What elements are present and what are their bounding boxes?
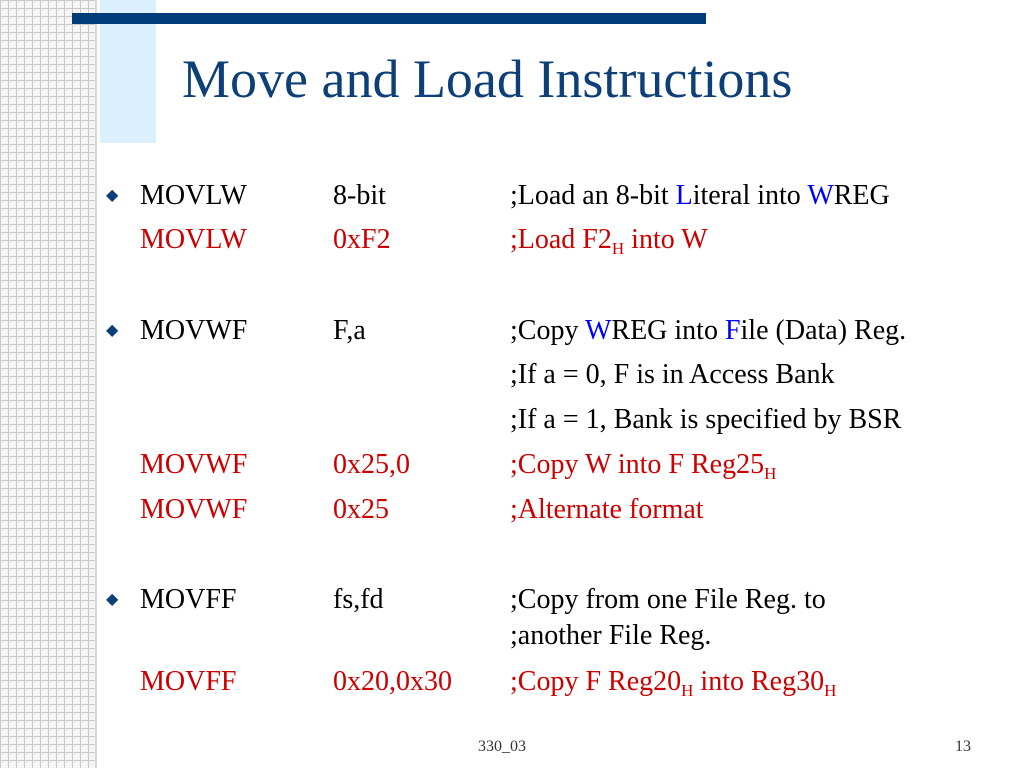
title-bar [72, 13, 706, 24]
operand: 0x25,0 [333, 449, 410, 480]
comment: ;If a = 1, Bank is specified by BSR [510, 404, 902, 435]
opcode: MOVFF [140, 666, 237, 697]
grid-edge [95, 0, 97, 768]
bullet-diamond-icon: ◆ [106, 591, 119, 608]
opcode: MOVLW [140, 180, 247, 211]
grid-decoration [0, 0, 95, 768]
slide-title: Move and Load Instructions [182, 49, 793, 109]
comment: ;Copy W into F Reg25H [510, 449, 777, 483]
operand: 0xF2 [333, 224, 391, 255]
footer-course-code: 330_03 [478, 738, 526, 755]
comment: ;another File Reg. [510, 620, 712, 651]
operand: fs,fd [333, 584, 384, 615]
comment: ;Copy WREG into File (Data) Reg. [510, 315, 907, 346]
comment: ;Alternate format [510, 494, 704, 525]
comment: ;Load an 8-bit Literal into WREG [510, 180, 890, 211]
comment: ;If a = 0, F is in Access Bank [510, 359, 835, 390]
operand: F,a [333, 315, 366, 346]
operand: 0x25 [333, 494, 389, 525]
slide-number: 13 [955, 738, 971, 755]
opcode: MOVLW [140, 224, 247, 255]
comment: ;Copy from one File Reg. to [510, 584, 826, 615]
opcode: MOVFF [140, 584, 237, 615]
opcode: MOVWF [140, 449, 248, 480]
bullet-diamond-icon: ◆ [106, 187, 119, 204]
operand: 0x20,0x30 [333, 666, 452, 697]
bullet-diamond-icon: ◆ [106, 322, 119, 339]
comment: ;Copy F Reg20H into Reg30H [510, 666, 837, 700]
comment: ;Load F2H into W [510, 224, 708, 258]
opcode: MOVWF [140, 494, 248, 525]
opcode: MOVWF [140, 315, 248, 346]
operand: 8-bit [333, 180, 386, 211]
